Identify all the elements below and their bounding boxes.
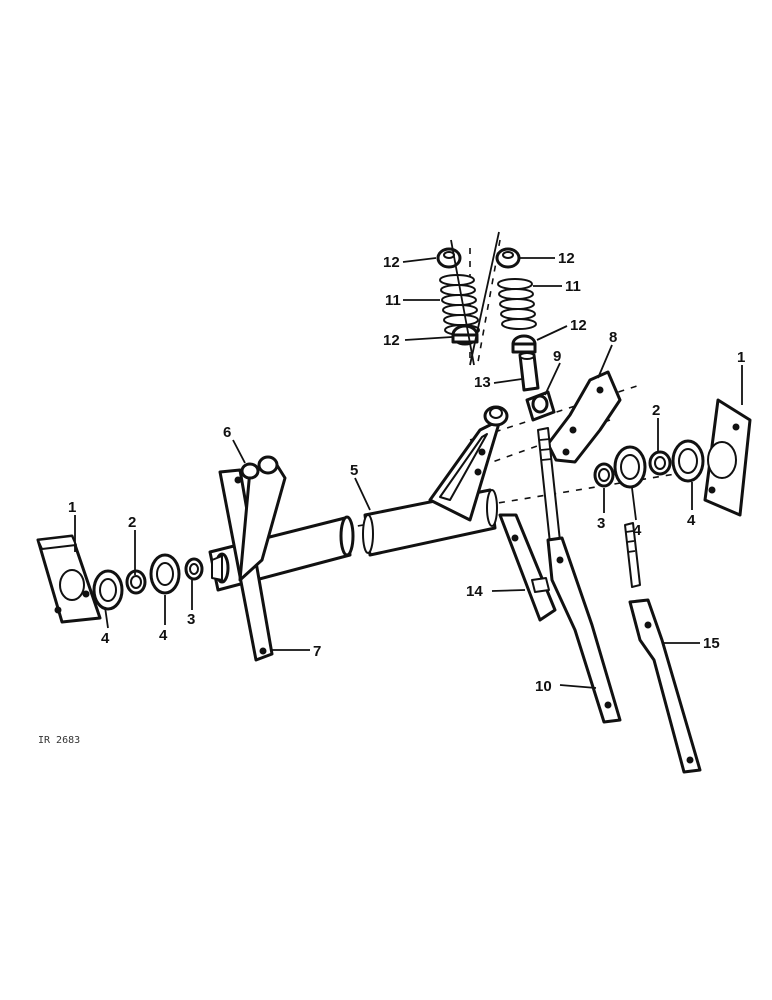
callout-2-left: 2	[128, 514, 136, 531]
callout-12-c: 12	[558, 250, 575, 267]
callout-4-c: 4	[633, 522, 642, 539]
callout-3-right: 3	[597, 515, 605, 532]
plate-right	[703, 398, 752, 517]
spring-assembly-right	[495, 247, 537, 354]
figure-id: IR 2683	[38, 735, 80, 746]
adjusting-rod-lever	[624, 522, 702, 774]
callout-12-d: 12	[570, 317, 587, 334]
callout-13: 13	[474, 374, 491, 391]
flange-left-outer	[92, 569, 124, 611]
callout-9: 9	[553, 348, 561, 365]
stub-axle	[211, 552, 230, 584]
callout-4-d: 4	[687, 512, 696, 529]
pivot-block	[525, 390, 556, 422]
callout-4-b: 4	[159, 627, 168, 644]
spacer-left	[184, 557, 204, 581]
plate-left	[36, 534, 102, 624]
callout-1-right: 1	[737, 349, 745, 366]
flange-left-inner	[149, 553, 181, 595]
flange-right-outer	[671, 439, 705, 483]
callout-8: 8	[609, 329, 617, 346]
callout-5: 5	[350, 462, 358, 479]
bearing-left	[125, 569, 147, 595]
lever-arm-left	[218, 455, 287, 662]
spring-assembly-left	[436, 247, 480, 346]
callout-12-a: 12	[383, 254, 400, 271]
bearing-right	[648, 450, 672, 476]
coil-spring-right	[497, 278, 537, 330]
callout-7: 7	[313, 643, 321, 660]
callout-10: 10	[535, 678, 552, 695]
adjusting-lever	[537, 427, 622, 724]
callout-11-left: 11	[385, 292, 401, 309]
callout-15: 15	[703, 635, 720, 652]
callout-12-b: 12	[383, 332, 400, 349]
callout-14: 14	[466, 583, 483, 600]
callout-4-a: 4	[101, 630, 110, 647]
callout-11-right: 11	[565, 278, 581, 295]
callout-1-left: 1	[68, 499, 76, 516]
callout-6: 6	[223, 424, 231, 441]
callout-2-right: 2	[652, 402, 660, 419]
spring-pin	[518, 352, 540, 392]
bracket-right	[546, 370, 622, 464]
callout-3-left: 3	[187, 611, 195, 628]
flange-right-inner	[613, 445, 647, 489]
guide-plate	[498, 513, 557, 622]
spacer-right	[593, 462, 615, 488]
leader-lines	[74, 231, 743, 689]
callout-labels: 1 1 2 2 3 3 4 4 4 4 5 6 7 8 9 10 11 11 1…	[68, 250, 745, 695]
